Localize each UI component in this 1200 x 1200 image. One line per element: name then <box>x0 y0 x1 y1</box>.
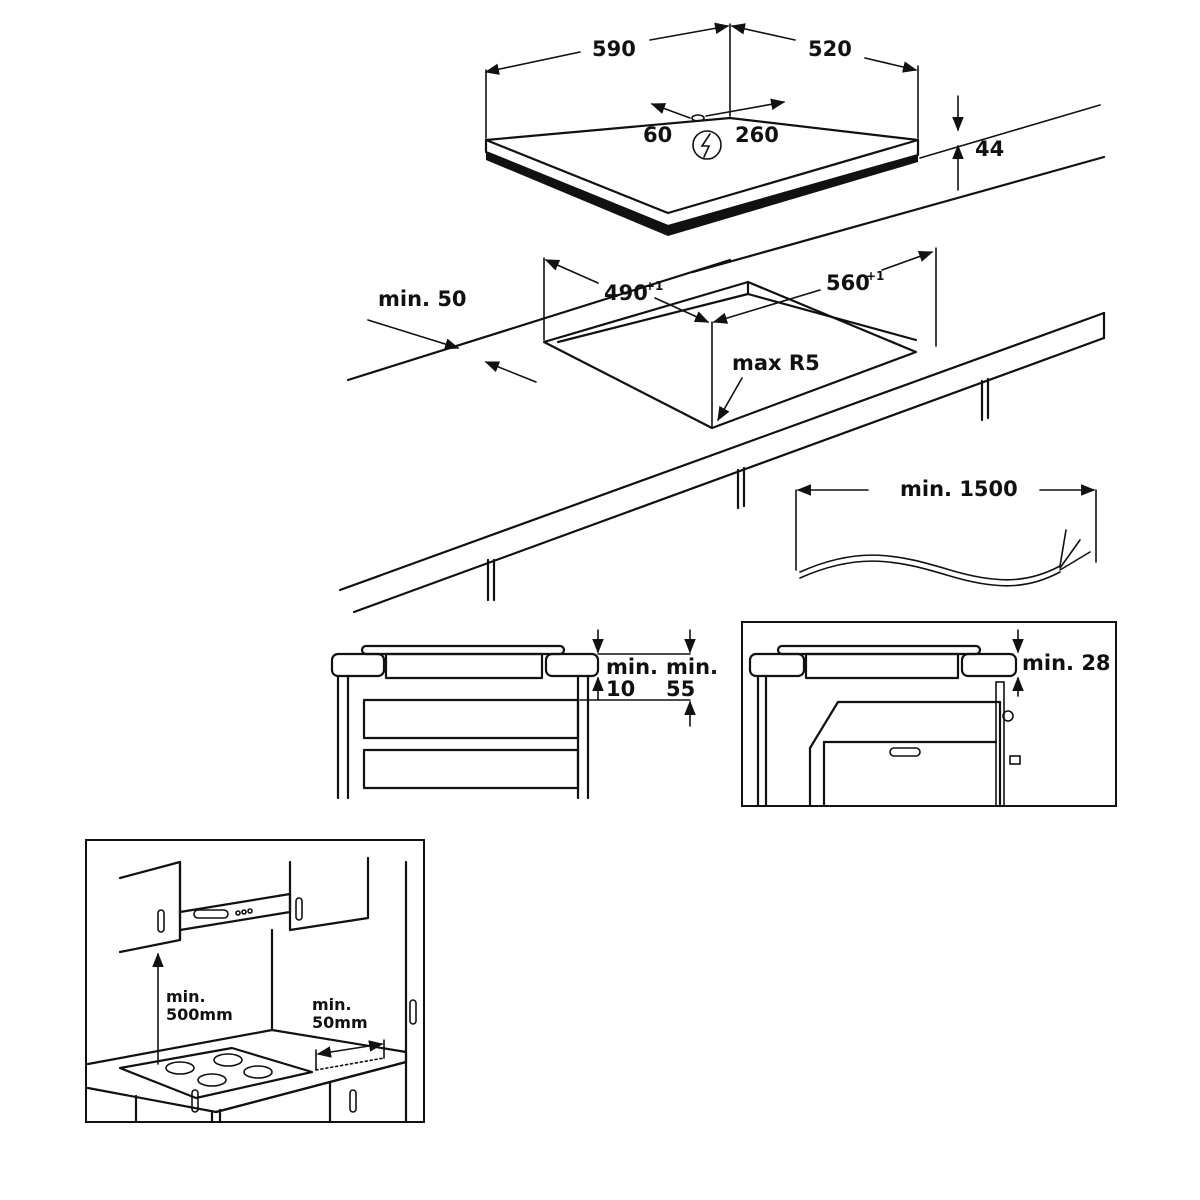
wall-distance-label-1: min. <box>312 995 352 1014</box>
oven-gap-label: min. 28 <box>1022 651 1111 675</box>
drawer-gap-label-2: 10 <box>606 677 635 701</box>
hood-distance-label-2: 500mm <box>166 1005 233 1024</box>
drawer-gap-label-1: min. <box>606 655 658 679</box>
drawer-drop-label-1: min. <box>666 655 718 679</box>
conn-right-label: 260 <box>735 123 779 147</box>
cutout-width-tolerance: +1 <box>645 279 663 293</box>
cable-length-label: min. 1500 <box>900 477 1018 501</box>
wall-distance-label-2: 50mm <box>312 1013 368 1032</box>
section-oven <box>741 621 1117 808</box>
edge-min-label: min. 50 <box>378 287 467 311</box>
worktop-drawing <box>338 155 1106 614</box>
cutout-depth-label: 560 <box>826 271 870 295</box>
section-drawers <box>330 629 696 800</box>
hob-drawing <box>484 22 1101 236</box>
radius-label: max R5 <box>732 351 820 375</box>
kitchen-scene <box>85 839 425 1124</box>
hob-width-label: 590 <box>592 37 636 61</box>
drawer-drop-label-2: 55 <box>666 677 695 701</box>
hood-distance-label-1: min. <box>166 987 206 1006</box>
hob-height-label: 44 <box>975 137 1004 161</box>
conn-left-label: 60 <box>643 123 672 147</box>
electric-hazard-icon <box>692 130 722 160</box>
cutout-depth-tolerance: +1 <box>866 269 884 283</box>
hob-depth-label: 520 <box>808 37 852 61</box>
cable-drawing <box>795 484 1097 587</box>
cutout-width-label: 490 <box>604 281 648 305</box>
